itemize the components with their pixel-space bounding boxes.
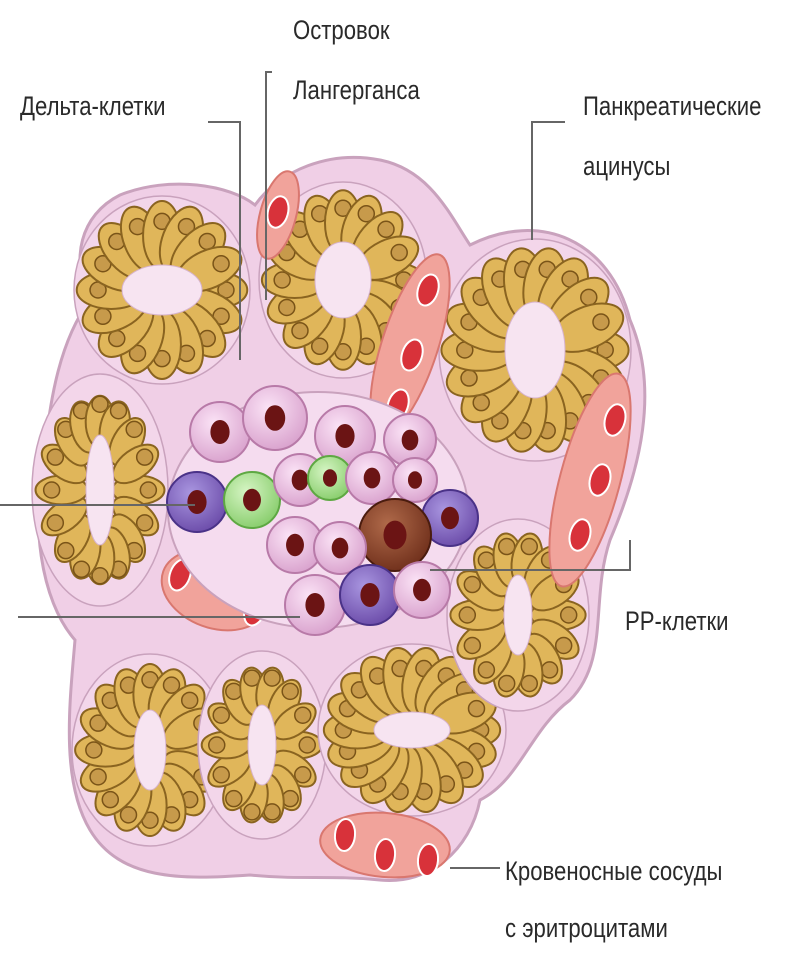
acinus-lumen [374, 712, 450, 748]
alpha-cell [224, 472, 280, 528]
acinar-nucleus [182, 692, 198, 708]
beta-cell-nucleus [292, 470, 309, 491]
delta-cell-nucleus [441, 507, 459, 529]
beta-cell [346, 452, 398, 504]
acinar-nucleus [244, 804, 260, 820]
beta-cell-nucleus [332, 538, 349, 559]
acinar-nucleus [226, 791, 242, 807]
delta-cell [167, 472, 227, 532]
acinar-nucleus [44, 482, 60, 498]
acinar-nucleus [209, 737, 225, 753]
acinar-nucleus [213, 256, 229, 272]
acinar-nucleus [292, 323, 308, 339]
beta-cell-nucleus [413, 579, 431, 601]
acinar-nucleus [469, 701, 485, 717]
acinar-nucleus [111, 403, 127, 419]
beta-cell [314, 522, 366, 574]
acinar-nucleus [464, 637, 480, 653]
acinar-nucleus [140, 482, 156, 498]
delta-cells-label: Дельта-клетки [20, 90, 166, 122]
acinar-nucleus [464, 577, 480, 593]
acinar-nucleus [279, 299, 295, 315]
beta-cell [190, 402, 250, 462]
vessels-label-line2: с эритроцитами [505, 912, 668, 944]
acinar-nucleus [213, 767, 229, 783]
acinar-nucleus [102, 792, 118, 808]
delta-cell-nucleus [187, 490, 206, 514]
acinar-nucleus [473, 395, 489, 411]
beta-cell-nucleus [364, 468, 381, 489]
acinus-lumen [122, 265, 202, 315]
acinar-nucleus [459, 607, 475, 623]
acinar-nucleus [58, 543, 74, 559]
acinar-nucleus [556, 637, 572, 653]
beta-cell-nucleus [305, 593, 324, 617]
acinar-nucleus [499, 539, 515, 555]
acinar-nucleus [47, 515, 63, 531]
acinus [74, 196, 250, 384]
acinar-nucleus [73, 561, 89, 577]
acinar-nucleus [391, 245, 407, 261]
acinar-nucleus [137, 449, 153, 465]
islet-label-line2: Лангерганса [293, 74, 420, 106]
acinar-nucleus [478, 552, 494, 568]
acinar-nucleus [521, 539, 537, 555]
acini-label-line2: ацинусы [583, 150, 670, 182]
acinar-nucleus [593, 314, 609, 330]
acinar-nucleus [274, 272, 290, 288]
alpha-cell-nucleus [323, 469, 337, 487]
acinar-nucleus [264, 670, 280, 686]
acinus-lumen [505, 302, 565, 398]
acinar-nucleus [213, 707, 229, 723]
islet-label-line1: Островок [293, 14, 390, 46]
acinus [198, 651, 326, 839]
acinar-nucleus [95, 308, 111, 324]
acinus-lumen [315, 242, 371, 318]
acinar-nucleus [478, 662, 494, 678]
beta-cell-nucleus [210, 420, 229, 444]
beta-cell-nucleus [265, 405, 285, 431]
acinus-lumen [504, 575, 532, 655]
beta-cell [393, 458, 437, 502]
acinar-nucleus [295, 707, 311, 723]
acinar-nucleus [378, 221, 394, 237]
acinar-nucleus [581, 289, 597, 305]
acinus-lumen [86, 435, 114, 545]
alpha-cell-nucleus [243, 489, 261, 511]
pp-cell-nucleus [383, 521, 406, 550]
acini-label-line1: Панкреатические [583, 90, 761, 122]
acinar-nucleus [282, 683, 298, 699]
acinar-nucleus [499, 675, 515, 691]
acinar-nucleus [521, 675, 537, 691]
beta-cell-nucleus [335, 424, 354, 448]
beta-cell-nucleus [408, 471, 422, 489]
acinar-nucleus [295, 767, 311, 783]
beta-cell [285, 575, 345, 635]
acinar-nucleus [90, 769, 106, 785]
acinar-nucleus [126, 421, 142, 437]
vessels-label-line1: Кровеносные сосуды [505, 855, 722, 887]
pp-cells-label: РР-клетки [625, 605, 729, 637]
beta-cell-nucleus [286, 534, 304, 556]
beta-cell [243, 386, 307, 450]
acinar-nucleus [299, 737, 315, 753]
pp-cell [359, 499, 431, 571]
acinar-nucleus [86, 742, 102, 758]
delta-cell-nucleus [360, 583, 379, 607]
acinar-nucleus [542, 662, 558, 678]
acinus [32, 374, 168, 606]
acinar-nucleus [561, 607, 577, 623]
acini-leader-line [532, 122, 565, 240]
acinus-lumen [248, 705, 276, 785]
delta-cell [340, 565, 400, 625]
acinar-nucleus [461, 370, 477, 386]
acinus-lumen [134, 710, 166, 790]
beta-cell-nucleus [402, 430, 419, 451]
